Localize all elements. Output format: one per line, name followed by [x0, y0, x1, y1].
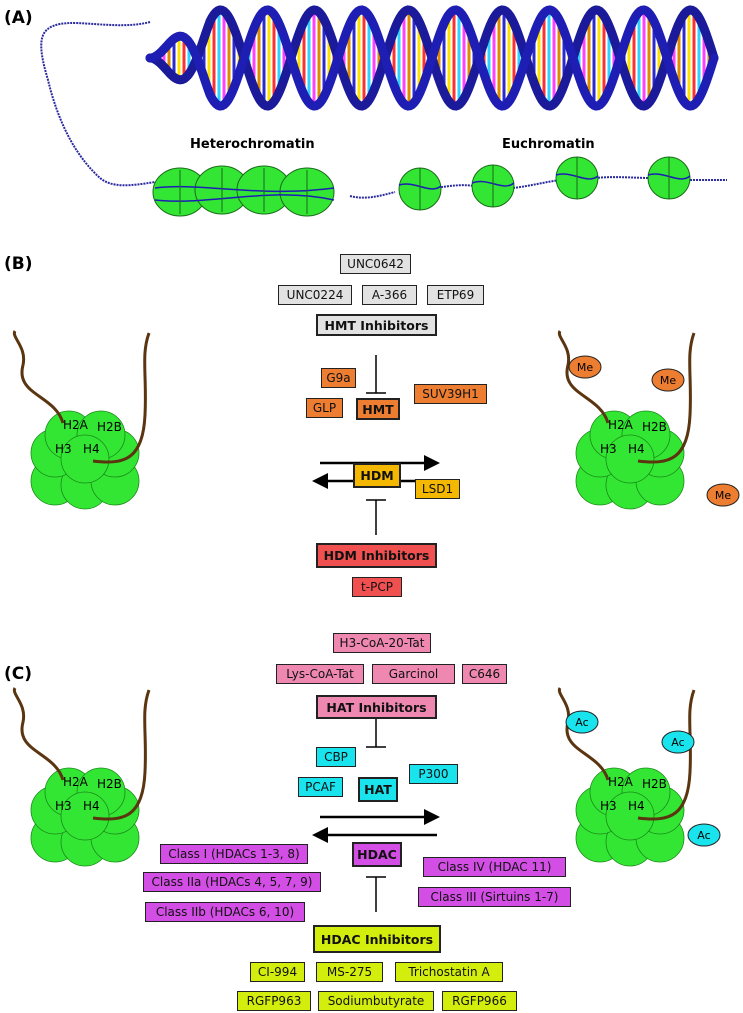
hat-inhibitor-lys-coa-tat: Lys-CoA-Tat [276, 664, 364, 684]
hat-enzyme-pcaf: PCAF [298, 777, 343, 797]
heterochromatin-label: Heterochromatin [190, 137, 315, 152]
hat-enzyme-p300: P300 [409, 764, 458, 784]
histone-tail [92, 689, 151, 821]
histone-label-h4: H4 [83, 442, 100, 456]
modification-mark-label: Ac [697, 829, 710, 842]
hat-inhibitor-c646: C646 [462, 664, 507, 684]
histone-tail [557, 330, 610, 424]
euchromatin-nucleosomes [398, 156, 691, 211]
hdm-label: HDM [353, 463, 401, 488]
hmt-inhibitor-unc0642: UNC0642 [340, 254, 411, 274]
modification-mark [651, 368, 685, 392]
hdm-enzyme-lsd1: LSD1 [415, 479, 460, 499]
dna-strand [40, 21, 727, 199]
histone-lobe [605, 434, 655, 484]
histone-tail [12, 687, 65, 781]
hmt-inhibitor-a366: A-366 [362, 285, 417, 305]
euchromatin-label: Euchromatin [502, 137, 595, 152]
modification-mark-label: Ac [671, 736, 684, 749]
hat-inhibitors-title: HAT Inhibitors [316, 695, 437, 719]
hmt-enzyme-glp: GLP [306, 398, 343, 418]
panel-b-label: (B) [4, 254, 33, 274]
hdm-inhibitors-title: HDM Inhibitors [316, 543, 437, 568]
histone-label-h2b: H2B [97, 777, 122, 791]
hdac-class-iia: Class IIa (HDACs 4, 5, 7, 9) [143, 872, 321, 892]
hmt-enzyme-suv39h1: SUV39H1 [414, 384, 487, 404]
histone-label-h2a: H2A [63, 418, 89, 432]
histone-tail [12, 330, 65, 424]
histone-tail [637, 689, 696, 821]
hat-enzyme-cbp: CBP [316, 747, 356, 767]
hmt-enzyme-g9a: G9a [321, 368, 356, 388]
modification-mark [661, 730, 695, 754]
histone-label-h2b: H2B [642, 777, 667, 791]
reaction-arrows-c [312, 708, 440, 912]
histone-label-h3: H3 [600, 442, 617, 456]
histone-label-h3: H3 [55, 799, 72, 813]
histone-lobe [60, 434, 110, 484]
histone-label-h4: H4 [628, 442, 645, 456]
modification-mark [565, 710, 599, 734]
helix-backbone [145, 5, 719, 111]
histone-label-h4: H4 [83, 799, 100, 813]
hdac-inhibitor-rgfp963: RGFP963 [237, 991, 311, 1011]
hmt-inhibitor-unc0224: UNC0224 [278, 285, 352, 305]
hat-inhibitor-h3-coa-20-tat: H3-CoA-20-Tat [333, 633, 431, 653]
hmt-inhibitor-etp69: ETP69 [427, 285, 484, 305]
modification-mark-label: Ac [575, 716, 588, 729]
unmodified-nucleosome-c: H2A H2B H3 H4 [12, 687, 151, 867]
histone-tail [637, 332, 696, 464]
modification-mark-label: Me [660, 374, 676, 387]
hdac-inhibitor-ms275: MS-275 [316, 962, 383, 982]
histone-label-h2a: H2A [63, 775, 89, 789]
modification-mark-label: Me [715, 489, 731, 502]
hmt-inhibitors-title: HMT Inhibitors [316, 314, 437, 336]
hdm-inhibitor-tpcp: t-PCP [352, 577, 402, 597]
hdac-inhibitors-title: HDAC Inhibitors [313, 925, 441, 953]
modification-mark [568, 355, 602, 379]
hdac-inhibitor-rgfp966: RGFP966 [442, 991, 517, 1011]
hdac-class-iib: Class IIb (HDACs 6, 10) [145, 902, 305, 922]
histone-label-h2b: H2B [642, 420, 667, 434]
hdac-class-iii: Class III (Sirtuins 1-7) [418, 887, 571, 907]
panel-a-label: (A) [4, 8, 33, 28]
heterochromatin-nucleosomes [152, 165, 335, 217]
hdac-class-i: Class I (HDACs 1-3, 8) [160, 844, 308, 864]
panel-c-label: (C) [4, 664, 33, 684]
hat-inhibitor-garcinol: Garcinol [372, 664, 455, 684]
histone-label-h3: H3 [55, 442, 72, 456]
histone-tail [92, 332, 151, 464]
histone-label-h2a: H2A [608, 418, 634, 432]
histone-lobe [60, 791, 110, 841]
modification-mark [687, 823, 721, 847]
histone-label-h4: H4 [628, 799, 645, 813]
hdac-class-iv: Class IV (HDAC 11) [423, 857, 566, 877]
dna-double-helix [145, 5, 719, 111]
histone-label-h2b: H2B [97, 420, 122, 434]
hdac-inhibitor-sodiumbutyrate: Sodiumbutyrate [318, 991, 434, 1011]
histone-lobe [605, 791, 655, 841]
unmodified-nucleosome-b: H2A H2B H3 H4 [12, 330, 151, 510]
histone-tail [557, 687, 610, 781]
histone-label-h3: H3 [600, 799, 617, 813]
hdac-inhibitor-ci994: CI-994 [250, 962, 305, 982]
hat-label: HAT [358, 777, 398, 802]
hdac-inhibitor-trichostatin-a: Trichostatin A [395, 962, 503, 982]
histone-label-h2a: H2A [608, 775, 634, 789]
hmt-label: HMT [356, 398, 400, 420]
modification-mark [706, 483, 740, 507]
modification-mark-label: Me [577, 361, 593, 374]
hdac-label: HDAC [352, 842, 402, 867]
